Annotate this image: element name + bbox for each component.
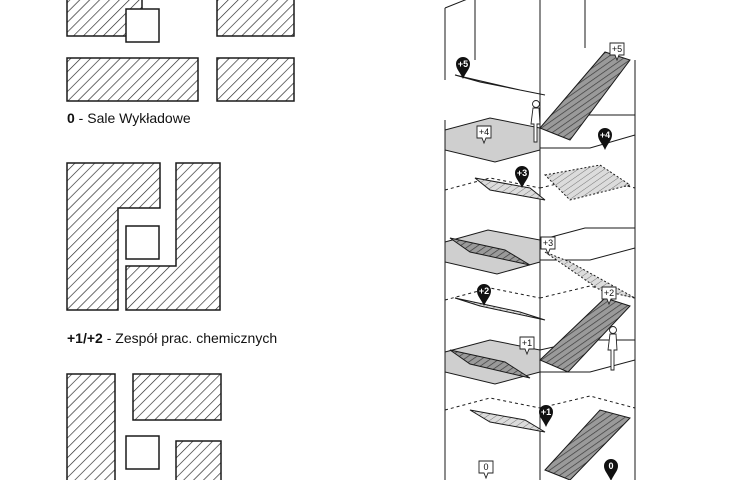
plan-1-2-block-right <box>125 162 221 311</box>
stair-flight <box>474 177 546 201</box>
plan-1-2-diagram <box>66 162 221 311</box>
open-level-marker-label: +2 <box>604 288 614 298</box>
plan-separator: - <box>102 330 116 346</box>
plan-description: Sale Wykładowe <box>87 110 191 126</box>
stair-flight <box>469 409 546 433</box>
stair-section-diagram <box>444 0 636 480</box>
filled-level-marker: +5 <box>456 57 470 79</box>
open-level-marker: +5 <box>609 42 625 62</box>
open-level-marker: +3 <box>540 236 556 256</box>
plan-1-2-block-left <box>66 162 161 311</box>
filled-markers: +5 +4 +3 +2 +1 0 <box>456 57 618 480</box>
plan-0-block-bottom-left <box>66 57 199 102</box>
plan-separator: - <box>74 110 88 126</box>
filled-level-marker: +1 <box>539 405 553 427</box>
open-level-marker: +4 <box>476 125 492 145</box>
shaft-top-outline <box>444 0 586 48</box>
open-level-marker: +2 <box>601 286 617 306</box>
stair-flight <box>543 164 632 201</box>
filled-level-marker-label: 0 <box>608 461 613 471</box>
plan-0-block-top-right <box>216 0 295 37</box>
stair-flight <box>539 51 631 141</box>
stair-flight <box>544 251 636 299</box>
stair-flight <box>454 297 546 321</box>
stair-flight <box>449 237 531 266</box>
plan-caption-1-2: +1/+2 - Zespół prac. chemicznych <box>67 330 277 346</box>
stair-flight <box>449 349 531 379</box>
open-level-marker-label: +5 <box>612 44 622 54</box>
filled-level-marker: +3 <box>515 166 529 188</box>
stair-flight <box>539 297 631 373</box>
plan-code: 0 <box>67 110 75 126</box>
open-level-marker: +1 <box>519 336 535 356</box>
landing-plus4 <box>444 117 541 163</box>
filled-level-marker: 0 <box>604 459 618 480</box>
plan-0-diagram <box>66 0 295 102</box>
plan-0-block-bottom-right <box>216 57 295 102</box>
open-level-marker-label: +1 <box>522 338 532 348</box>
plan-3-diagram <box>66 373 222 480</box>
filled-level-marker: +4 <box>598 128 612 150</box>
plan-description: Zespół prac. chemicznych <box>115 330 278 346</box>
plan-caption-0: 0 - Sale Wykładowe <box>67 110 191 126</box>
plan-3-core <box>125 435 160 470</box>
plan-3-block-bottom-right <box>175 440 222 480</box>
dashed-floor-edge <box>444 285 636 301</box>
open-level-marker: 0 <box>478 460 494 480</box>
open-level-marker-label: +3 <box>543 238 553 248</box>
filled-level-marker-label: +3 <box>517 168 527 178</box>
dashed-floor-edge <box>444 395 636 411</box>
filled-level-marker-label: +1 <box>541 407 551 417</box>
open-level-marker-label: +4 <box>479 127 489 137</box>
plan-3-block-left <box>66 373 116 480</box>
plan-0-core <box>125 8 160 43</box>
plan-3-block-top-right <box>132 373 222 421</box>
plan-1-2-core <box>125 225 160 260</box>
stair-flight <box>454 74 546 96</box>
filled-level-marker: +2 <box>477 284 491 306</box>
stair-flight <box>544 409 631 480</box>
human-figure <box>530 100 541 143</box>
filled-level-marker-label: +5 <box>458 59 468 69</box>
plan-code: +1/+2 <box>67 330 103 346</box>
filled-level-marker-label: +4 <box>600 130 610 140</box>
open-level-marker-label: 0 <box>483 462 488 472</box>
open-markers: +5 +4 +3 +2 +1 0 <box>476 42 625 480</box>
filled-level-marker-label: +2 <box>479 286 489 296</box>
human-figure <box>607 326 618 371</box>
